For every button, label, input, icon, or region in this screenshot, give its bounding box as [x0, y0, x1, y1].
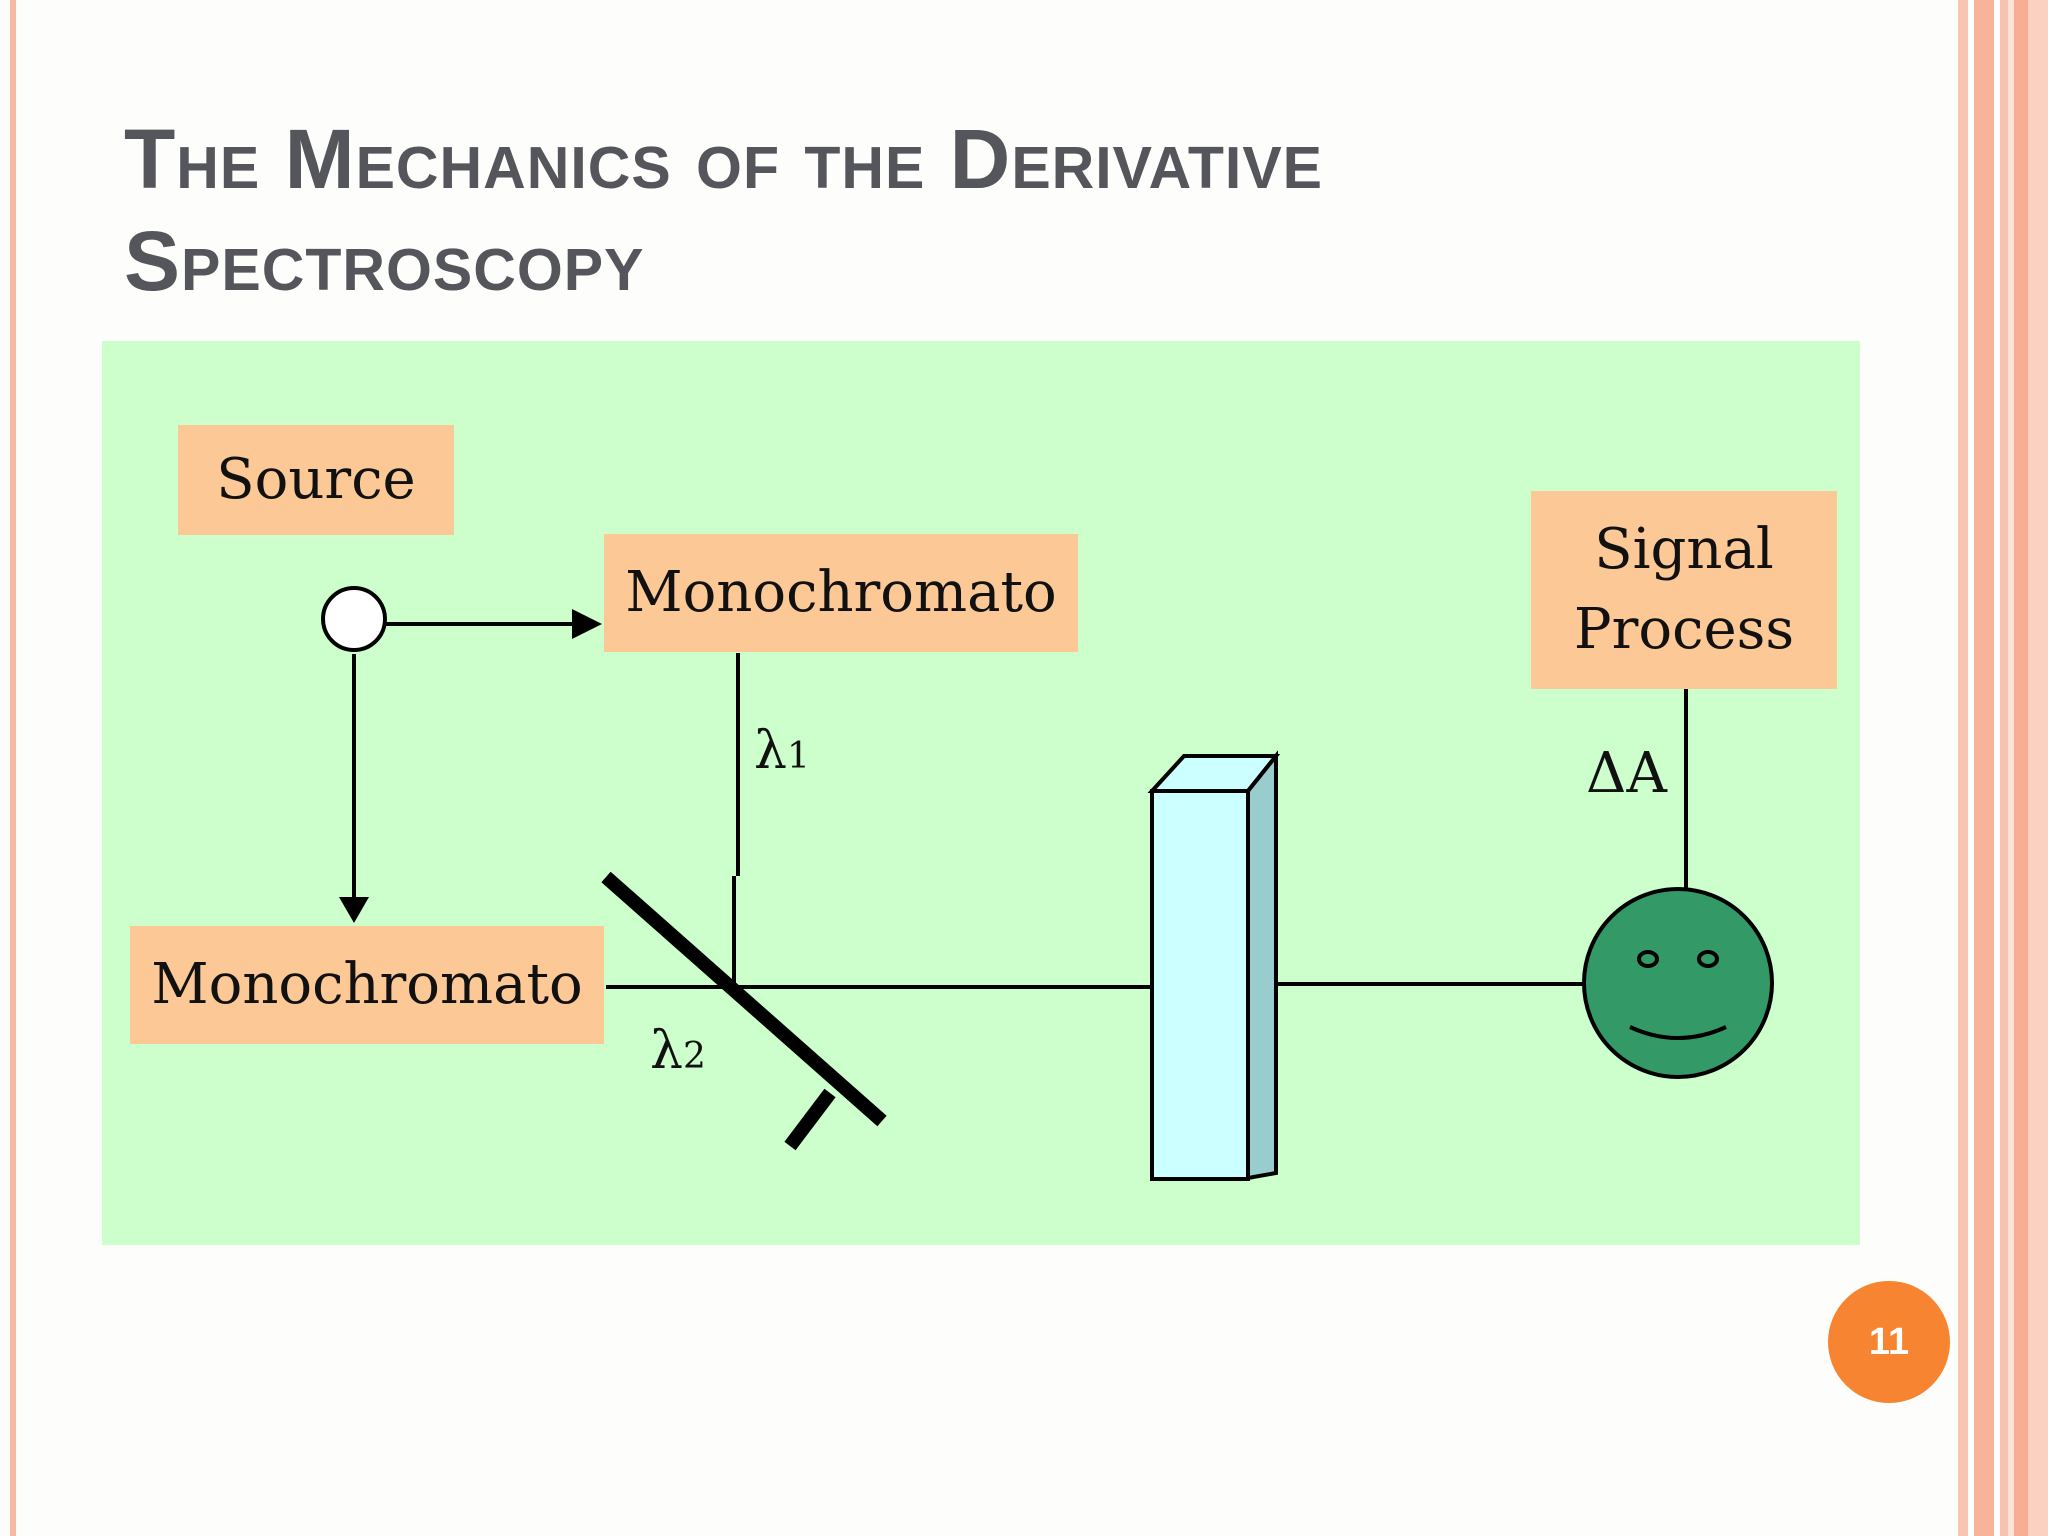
detector-smile — [1629, 1025, 1727, 1040]
signal-process-line-2: Process — [1573, 597, 1795, 662]
detector-face-icon — [1582, 887, 1774, 1079]
monochromator-top-label: Monochromato — [625, 560, 1057, 625]
monochromator-left-box: Monochromato — [130, 926, 604, 1044]
source-label: Source — [216, 447, 416, 512]
chopper-mirror-icon — [601, 871, 887, 1127]
slide-title-line-2: Spectroscopy — [124, 214, 645, 308]
lambda1-subscript: 1 — [786, 736, 810, 777]
left-border-stripe — [10, 0, 16, 1536]
right-border-stripe-inner — [1958, 0, 1968, 1536]
arrowhead-down — [339, 897, 369, 923]
slide-title-line-1: The Mechanics of the Derivative — [124, 112, 1324, 206]
right-border-stripe-mid — [1974, 0, 1994, 1536]
slide-title: The Mechanics of the Derivative Spectros… — [124, 108, 1684, 312]
arrowhead-right — [572, 609, 602, 639]
lambda2-subscript: 2 — [682, 1036, 706, 1077]
signal-process-line-1: Signal — [1594, 517, 1774, 582]
source-box: Source — [178, 425, 454, 535]
diagram-panel: Source Monochromato Monochromato Signal … — [102, 341, 1860, 1245]
page-number-badge: 11 — [1828, 1281, 1950, 1403]
cuvette-icon — [1150, 789, 1250, 1181]
signal-process-box: Signal Process — [1531, 491, 1837, 689]
chopper-mirror-handle — [784, 1088, 836, 1151]
lambda2-symbol: λ — [650, 1021, 683, 1081]
page-number: 11 — [1868, 1320, 1910, 1363]
right-border-stripe-outer — [2000, 0, 2048, 1536]
diagram-connectors — [321, 586, 1774, 1181]
lambda1-symbol: λ — [754, 721, 787, 781]
lambda2-label: λ2 — [650, 1021, 706, 1081]
lambda1-label: λ1 — [754, 721, 810, 781]
monochromator-top-box: Monochromato — [604, 534, 1078, 652]
source-lamp-icon — [321, 586, 387, 652]
detector-left-eye — [1637, 950, 1659, 968]
cuvette-side-face — [1246, 750, 1278, 1181]
detector-right-eye — [1697, 950, 1719, 968]
monochromator-left-label: Monochromato — [151, 952, 583, 1017]
delta-a-label: ΔA — [1586, 741, 1667, 806]
